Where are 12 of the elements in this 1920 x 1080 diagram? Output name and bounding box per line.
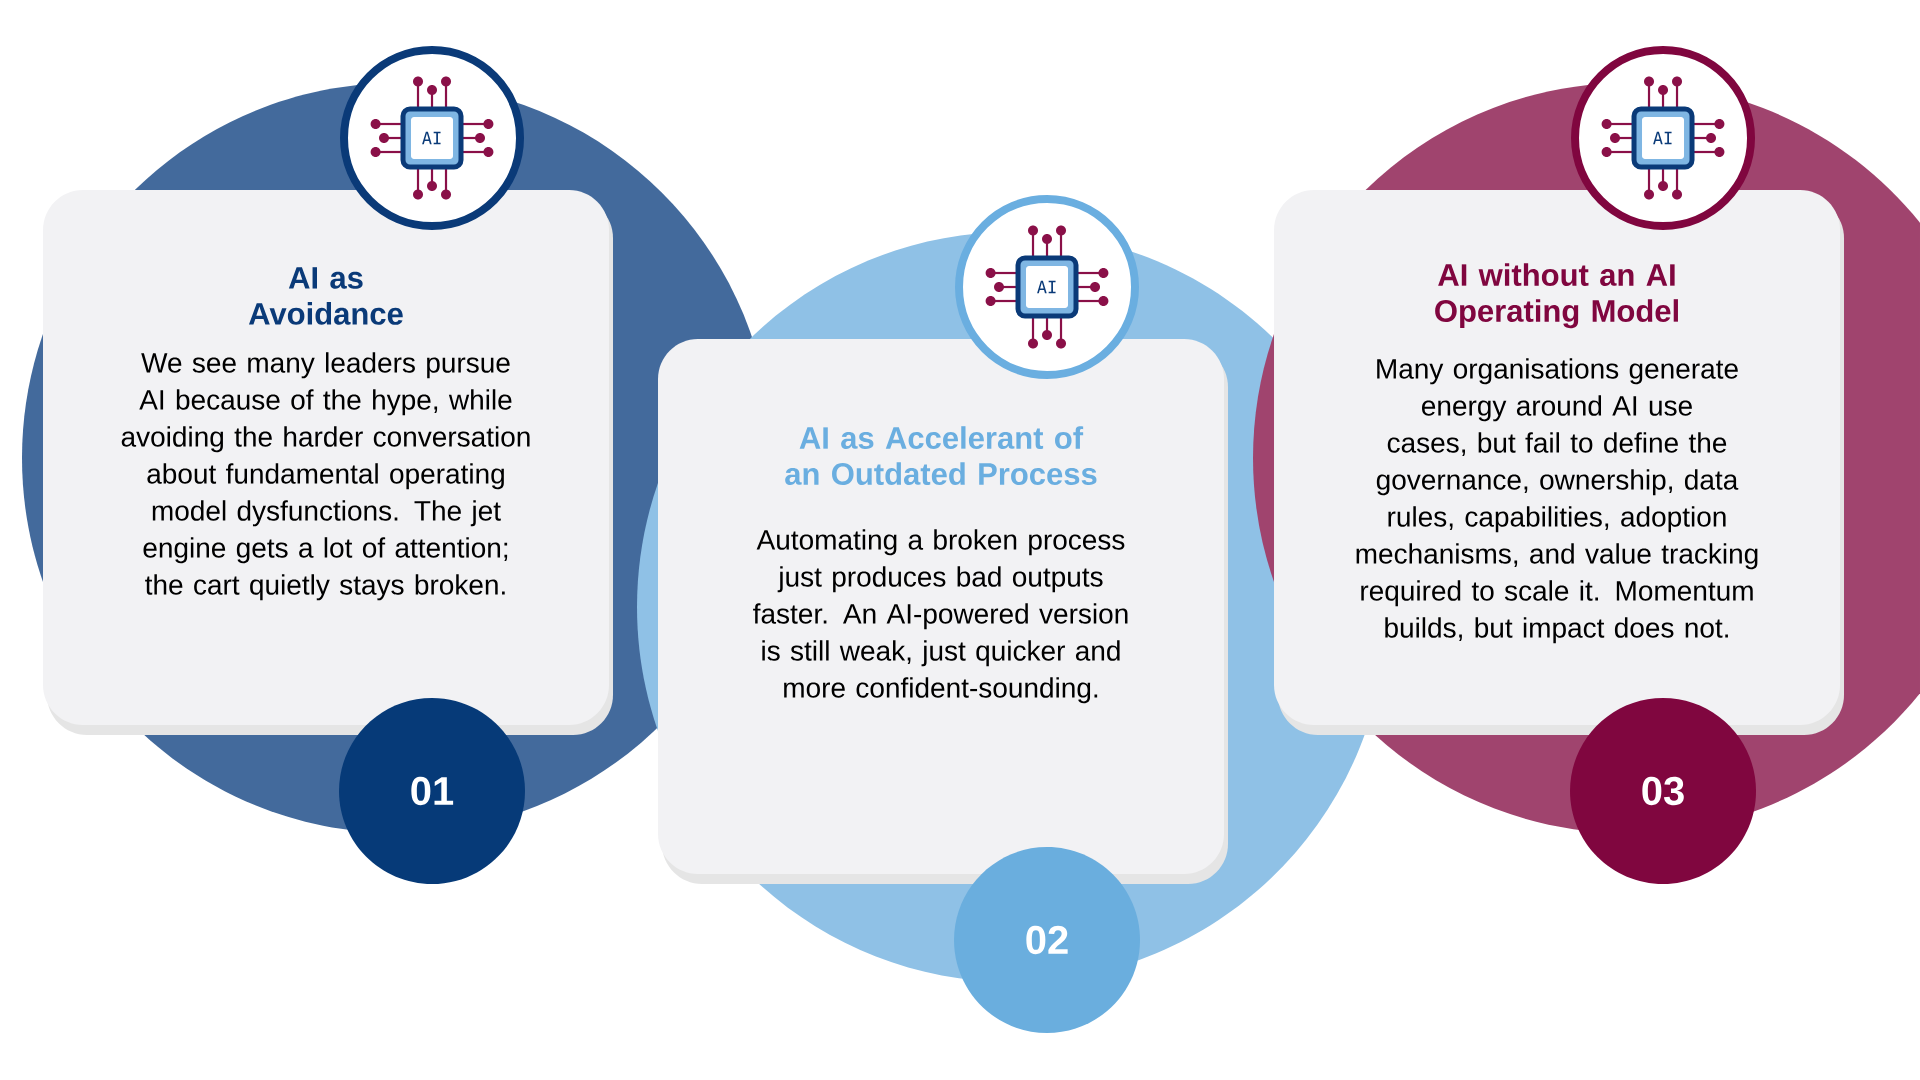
- card-title: AI as Avoidance: [248, 267, 403, 325]
- card-body: We see many leaders pursue AI because of the hype, while avoiding the harder conversation about fundamental operating model dysfunctions. The jet engine gets a lot of attention; the cart quietly stays broken.: [121, 352, 530, 601]
- card-title: AI without an AI Operating Model: [1435, 263, 1678, 329]
- icon-badge: AI: [1571, 46, 1755, 230]
- text-card: [1274, 190, 1844, 735]
- card-body: Automating a broken process just produces bad outputs faster. An AI-powered version is still weak, just quicker and more confident-sounding.: [753, 529, 1128, 704]
- icon-badge: AI: [955, 195, 1139, 379]
- card-body: Many organisations generate energy around AI use cases, but fail to define the governance, ownership, data rules, capabilities, adoption mechanisms, and value tracking required to scale it. Momentum builds, but impact does not.: [1356, 358, 1758, 644]
- card-title: AI as Accelerant of an Outdated Process: [785, 426, 1097, 485]
- icon-badge: AI: [340, 46, 524, 230]
- text-card: [43, 190, 613, 735]
- text-card: [658, 339, 1228, 884]
